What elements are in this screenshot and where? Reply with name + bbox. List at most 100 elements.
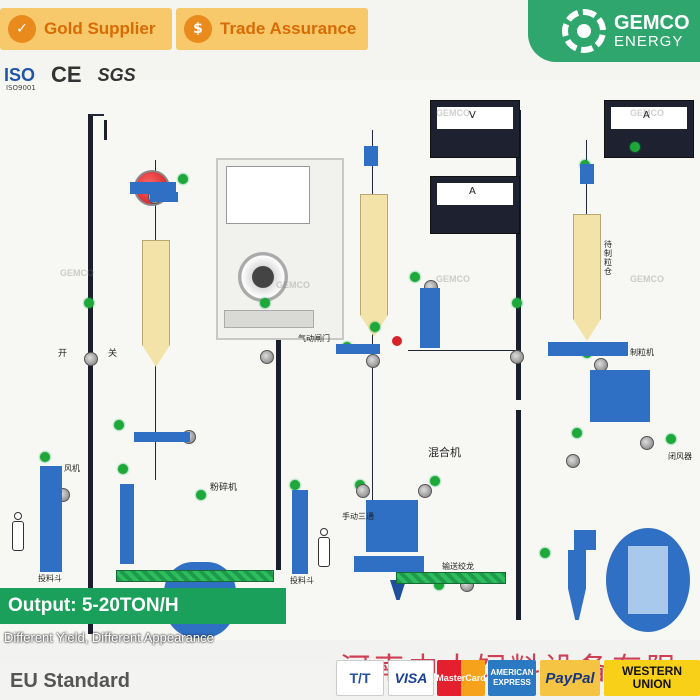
gold-supplier-icon: ✓ bbox=[8, 15, 36, 43]
close-label: 关 bbox=[108, 349, 118, 359]
gear-icon bbox=[562, 9, 606, 53]
yield-caption: Different Yield, Different Appearance bbox=[4, 630, 214, 645]
air-lock bbox=[574, 530, 596, 550]
screw-conveyor bbox=[116, 570, 274, 582]
indicator-led bbox=[84, 298, 94, 308]
bin-level-sensor bbox=[364, 146, 378, 166]
air-lock-label: 闭风器 bbox=[668, 452, 692, 461]
fan-label: 风机 bbox=[64, 464, 80, 473]
panel-divider bbox=[88, 114, 93, 634]
storage-bin bbox=[360, 194, 388, 337]
ammeter-right: A bbox=[604, 100, 694, 158]
toggle-switch[interactable] bbox=[510, 350, 524, 364]
ce-logo: CE bbox=[51, 62, 82, 87]
indicator-led bbox=[540, 548, 550, 558]
toggle-switch[interactable] bbox=[418, 484, 432, 498]
bin-level-sensor bbox=[580, 164, 594, 184]
indicator-led bbox=[430, 476, 440, 486]
toggle-switch[interactable] bbox=[84, 352, 98, 366]
western-union-payment-logo: WESTERN UNION bbox=[604, 660, 700, 696]
indicator-led bbox=[178, 174, 188, 184]
toggle-switch[interactable] bbox=[366, 354, 380, 368]
cooler bbox=[606, 528, 690, 632]
ammeter: A bbox=[430, 176, 520, 234]
meter-face bbox=[226, 166, 310, 224]
alarm-led bbox=[392, 336, 402, 346]
pellet-feeder bbox=[548, 342, 628, 356]
sgs-logo: SGS bbox=[97, 64, 136, 85]
amex-payment-logo: AMERICAN EXPRESS bbox=[488, 660, 536, 696]
paypal-payment-logo: PayPal bbox=[540, 660, 600, 696]
panel-divider bbox=[104, 120, 107, 140]
storage-bin bbox=[142, 240, 170, 367]
screw-conveyor bbox=[396, 572, 506, 584]
three-way-label: 手动三通 bbox=[342, 512, 374, 521]
feeder-bar bbox=[134, 432, 190, 442]
brand-logo: GEMCO ENERGY bbox=[528, 0, 700, 62]
watermark: GEMCO bbox=[630, 108, 665, 118]
eu-standard-bar: EU Standard bbox=[0, 662, 330, 700]
pulse-dust-collector bbox=[40, 466, 62, 572]
bucket-elevator bbox=[420, 288, 440, 348]
pneumatic-gate bbox=[336, 344, 380, 354]
feed-bin-label: 投料斗 bbox=[290, 576, 314, 585]
visa-payment-logo: VISA bbox=[388, 660, 434, 696]
output-banner: Output: 5-20TON/H bbox=[0, 588, 286, 624]
indicator-led bbox=[290, 480, 300, 490]
meter-plate bbox=[224, 310, 314, 328]
cyclone bbox=[568, 550, 586, 620]
mixer bbox=[366, 500, 418, 552]
certifications-row: ISO CE SGS bbox=[4, 62, 136, 88]
mixer-discharge bbox=[354, 556, 424, 572]
control-panel-board: V A A bbox=[0, 80, 700, 668]
watermark: GEMCO bbox=[436, 274, 471, 284]
gold-supplier-badge: ✓ Gold Supplier bbox=[0, 8, 172, 50]
indicator-led bbox=[512, 298, 522, 308]
feed-bin-label: 投料斗 bbox=[38, 574, 62, 583]
operator-figure bbox=[316, 528, 332, 568]
toggle-switch[interactable] bbox=[356, 484, 370, 498]
indicator-led bbox=[434, 580, 444, 590]
indicator-led bbox=[630, 142, 640, 152]
indicator-led bbox=[118, 464, 128, 474]
indicator-led bbox=[572, 428, 582, 438]
brand-name: GEMCO bbox=[614, 11, 690, 34]
indicator-led bbox=[196, 490, 206, 500]
indicator-led bbox=[260, 298, 270, 308]
storage-bin bbox=[573, 214, 601, 341]
pellet-bin-label: 待制粒仓 bbox=[604, 240, 612, 276]
watermark: GEMCO bbox=[630, 274, 665, 284]
output-text: Output: 5-20TON/H bbox=[8, 595, 179, 616]
trade-assurance-badge: $ Trade Assurance bbox=[176, 8, 368, 50]
indicator-led bbox=[666, 434, 676, 444]
mastercard-payment-logo: MasterCard bbox=[436, 660, 486, 696]
iso-sub-label: ISO9001 bbox=[6, 84, 36, 92]
indicator-led bbox=[410, 272, 420, 282]
trade-assurance-label: Trade Assurance bbox=[220, 19, 357, 38]
panel-divider bbox=[516, 110, 521, 400]
toggle-switch[interactable] bbox=[566, 454, 580, 468]
toggle-switch[interactable] bbox=[640, 436, 654, 450]
crusher-label: 粉碎机 bbox=[210, 483, 238, 493]
conveyor-label: 输送绞龙 bbox=[442, 562, 474, 571]
mixer-label: 混合机 bbox=[428, 446, 461, 459]
pellet-label: 制粒机 bbox=[630, 348, 654, 357]
pneumatic-gate-label: 气动闸门 bbox=[298, 334, 330, 343]
gold-supplier-label: Gold Supplier bbox=[44, 19, 156, 38]
fan-column bbox=[292, 490, 308, 574]
indicator-led bbox=[114, 420, 124, 430]
watermark: GEMCO bbox=[276, 280, 311, 290]
indicator-led bbox=[370, 322, 380, 332]
iso-logo: ISO bbox=[4, 64, 36, 85]
open-label: 开 bbox=[58, 349, 68, 359]
trade-assurance-icon: $ bbox=[184, 15, 212, 43]
toggle-switch[interactable] bbox=[260, 350, 274, 364]
panel-divider bbox=[516, 410, 521, 620]
voltmeter: V bbox=[430, 100, 520, 158]
feeder-gate bbox=[150, 192, 178, 202]
speed-knob[interactable] bbox=[238, 252, 288, 302]
watermark: GEMCO bbox=[60, 268, 95, 278]
tt-payment-logo: T/T bbox=[336, 660, 384, 696]
operator-figure bbox=[10, 512, 26, 552]
fan-column bbox=[120, 484, 134, 564]
